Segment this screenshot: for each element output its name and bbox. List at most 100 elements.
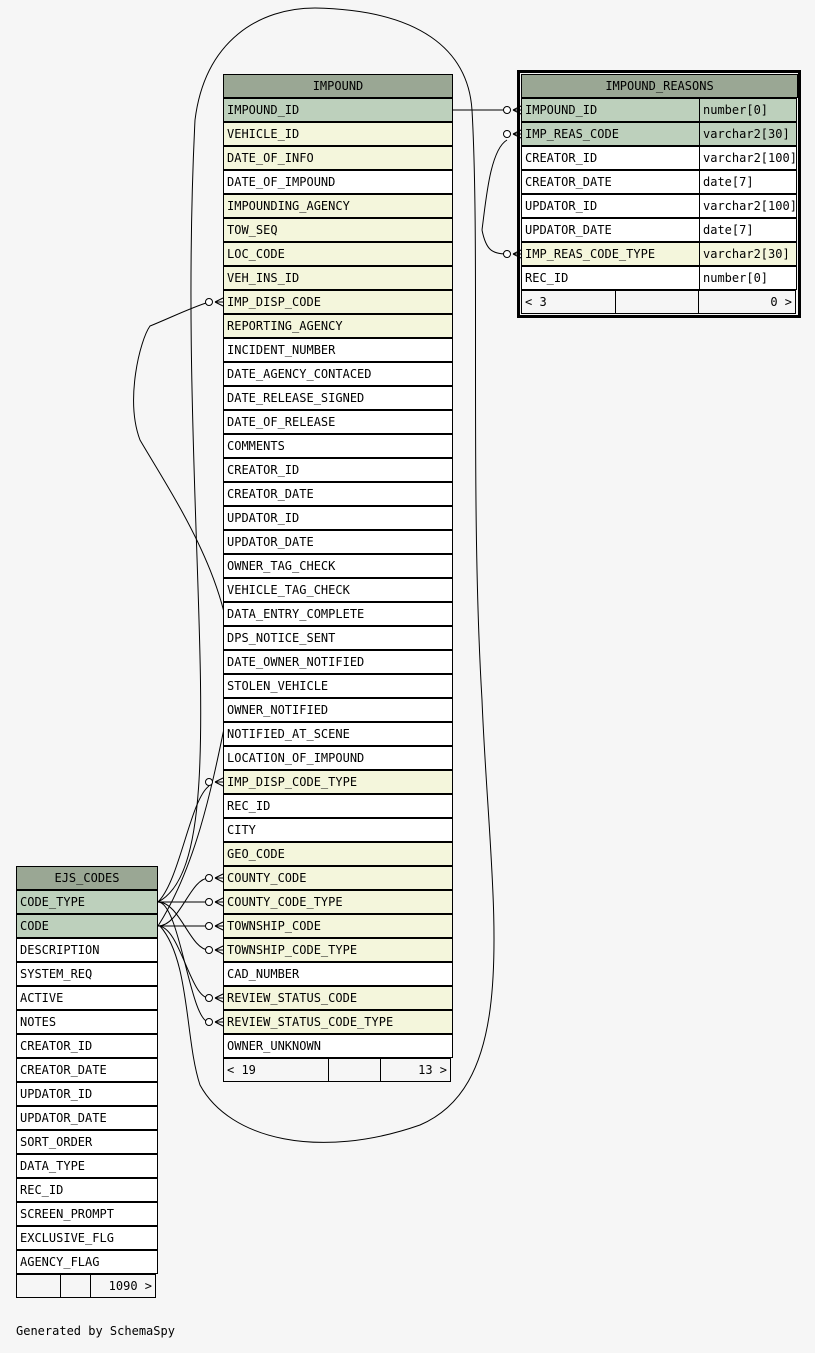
column-row-agency-flag[interactable]: AGENCY_FLAG: [16, 1250, 158, 1274]
column-row-loc-code[interactable]: LOC_CODE: [223, 242, 453, 266]
column-name: CREATOR_ID: [16, 1034, 158, 1058]
parent-count[interactable]: < 3: [521, 290, 616, 314]
column-row-exclusive-flg[interactable]: EXCLUSIVE_FLG: [16, 1226, 158, 1250]
column-row-comments[interactable]: COMMENTS: [223, 434, 453, 458]
column-row-description[interactable]: DESCRIPTION: [16, 938, 158, 962]
column-row-impounding-agency[interactable]: IMPOUNDING_AGENCY: [223, 194, 453, 218]
column-row-creator-id[interactable]: CREATOR_ID: [16, 1034, 158, 1058]
column-row-date-release-signed[interactable]: DATE_RELEASE_SIGNED: [223, 386, 453, 410]
column-row-notes[interactable]: NOTES: [16, 1010, 158, 1034]
table-header[interactable]: EJS_CODES: [16, 866, 158, 890]
column-row-date-agency-contaced[interactable]: DATE_AGENCY_CONTACED: [223, 362, 453, 386]
column-row-active[interactable]: ACTIVE: [16, 986, 158, 1010]
column-row-imp-disp-code-type[interactable]: IMP_DISP_CODE_TYPE: [223, 770, 453, 794]
column-row-data-entry-complete[interactable]: DATA_ENTRY_COMPLETE: [223, 602, 453, 626]
column-row-code-type[interactable]: CODE_TYPE: [16, 890, 158, 914]
link-imp-reas-code-type: [481, 229, 508, 255]
column-row-township-code-type[interactable]: TOWNSHIP_CODE_TYPE: [223, 938, 453, 962]
link-imp-reas-code: [481, 139, 508, 231]
column-name: ACTIVE: [16, 986, 158, 1010]
column-row-county-code-type[interactable]: COUNTY_CODE_TYPE: [223, 890, 453, 914]
column-row-geo-code[interactable]: GEO_CODE: [223, 842, 453, 866]
column-name: CAD_NUMBER: [223, 962, 453, 986]
column-name: COUNTY_CODE: [223, 866, 453, 890]
column-row-veh-ins-id[interactable]: VEH_INS_ID: [223, 266, 453, 290]
child-count[interactable]: 1090 >: [90, 1274, 156, 1298]
column-row-vehicle-tag-check[interactable]: VEHICLE_TAG_CHECK: [223, 578, 453, 602]
column-row-rec-id[interactable]: REC_ID: [223, 794, 453, 818]
column-name: CREATOR_DATE: [16, 1058, 158, 1082]
column-type: varchar2[100]: [699, 146, 797, 170]
column-row-review-status-code[interactable]: REVIEW_STATUS_CODE: [223, 986, 453, 1010]
column-row-rec-id[interactable]: REC_ID: [16, 1178, 158, 1202]
column-name: CREATOR_ID: [521, 146, 700, 170]
column-row-date-owner-notified[interactable]: DATE_OWNER_NOTIFIED: [223, 650, 453, 674]
column-row-township-code[interactable]: TOWNSHIP_CODE: [223, 914, 453, 938]
parent-count[interactable]: < 19: [223, 1058, 329, 1082]
column-row-creator-id[interactable]: CREATOR_ID: [223, 458, 453, 482]
column-row-city[interactable]: CITY: [223, 818, 453, 842]
column-row-date-of-impound[interactable]: DATE_OF_IMPOUND: [223, 170, 453, 194]
crowsfoot-review-status-code-type: [205, 1017, 224, 1027]
column-name: DPS_NOTICE_SENT: [223, 626, 453, 650]
column-row-review-status-code-type[interactable]: REVIEW_STATUS_CODE_TYPE: [223, 1010, 453, 1034]
parent-count[interactable]: [16, 1274, 61, 1298]
column-name: GEO_CODE: [223, 842, 453, 866]
column-name: DESCRIPTION: [16, 938, 158, 962]
child-count[interactable]: 13 >: [380, 1058, 451, 1082]
column-row-sort-order[interactable]: SORT_ORDER: [16, 1130, 158, 1154]
column-row-system-req[interactable]: SYSTEM_REQ: [16, 962, 158, 986]
column-row-location-of-impound[interactable]: LOCATION_OF_IMPOUND: [223, 746, 453, 770]
column-row-date-of-release[interactable]: DATE_OF_RELEASE: [223, 410, 453, 434]
column-row-creator-date[interactable]: CREATOR_DATE: [16, 1058, 158, 1082]
table-header[interactable]: IMPOUND: [223, 74, 453, 98]
column-row-incident-number[interactable]: INCIDENT_NUMBER: [223, 338, 453, 362]
column-row-screen-prompt[interactable]: SCREEN_PROMPT: [16, 1202, 158, 1226]
column-row-reporting-agency[interactable]: REPORTING_AGENCY: [223, 314, 453, 338]
column-name: IMP_REAS_CODE_TYPE: [521, 242, 700, 266]
column-row-data-type[interactable]: DATA_TYPE: [16, 1154, 158, 1178]
column-name: REPORTING_AGENCY: [223, 314, 453, 338]
table-header[interactable]: IMPOUND_REASONS: [521, 74, 798, 98]
column-name: IMP_DISP_CODE_TYPE: [223, 770, 453, 794]
column-row-imp-disp-code[interactable]: IMP_DISP_CODE: [223, 290, 453, 314]
child-count[interactable]: 0 >: [698, 290, 796, 314]
column-row-updator-id[interactable]: UPDATOR_ID: [223, 506, 453, 530]
column-row-stolen-vehicle[interactable]: STOLEN_VEHICLE: [223, 674, 453, 698]
column-row-county-code[interactable]: COUNTY_CODE: [223, 866, 453, 890]
column-name: AGENCY_FLAG: [16, 1250, 158, 1274]
column-name: TOW_SEQ: [223, 218, 453, 242]
footer-spacer: [615, 290, 699, 314]
column-name: DATE_OWNER_NOTIFIED: [223, 650, 453, 674]
column-row-updator-date[interactable]: UPDATOR_DATE: [223, 530, 453, 554]
column-name: DATE_AGENCY_CONTACED: [223, 362, 453, 386]
column-row-vehicle-id[interactable]: VEHICLE_ID: [223, 122, 453, 146]
column-row-owner-notified[interactable]: OWNER_NOTIFIED: [223, 698, 453, 722]
column-row-date-of-info[interactable]: DATE_OF_INFO: [223, 146, 453, 170]
column-row-tow-seq[interactable]: TOW_SEQ: [223, 218, 453, 242]
column-row-code[interactable]: CODE: [16, 914, 158, 938]
column-name: OWNER_TAG_CHECK: [223, 554, 453, 578]
column-row-updator-id[interactable]: UPDATOR_ID: [16, 1082, 158, 1106]
column-row-owner-tag-check[interactable]: OWNER_TAG_CHECK: [223, 554, 453, 578]
column-row-impound-id[interactable]: IMPOUND_ID: [223, 98, 453, 122]
column-row-updator-date[interactable]: UPDATOR_DATE: [16, 1106, 158, 1130]
column-name: IMP_REAS_CODE: [521, 122, 700, 146]
column-row-owner-unknown[interactable]: OWNER_UNKNOWN: [223, 1034, 453, 1058]
table-title: IMPOUND_REASONS: [521, 74, 798, 98]
column-row-dps-notice-sent[interactable]: DPS_NOTICE_SENT: [223, 626, 453, 650]
column-row-cad-number[interactable]: CAD_NUMBER: [223, 962, 453, 986]
column-row-creator-date[interactable]: CREATOR_DATE: [223, 482, 453, 506]
column-row-notified-at-scene[interactable]: NOTIFIED_AT_SCENE: [223, 722, 453, 746]
